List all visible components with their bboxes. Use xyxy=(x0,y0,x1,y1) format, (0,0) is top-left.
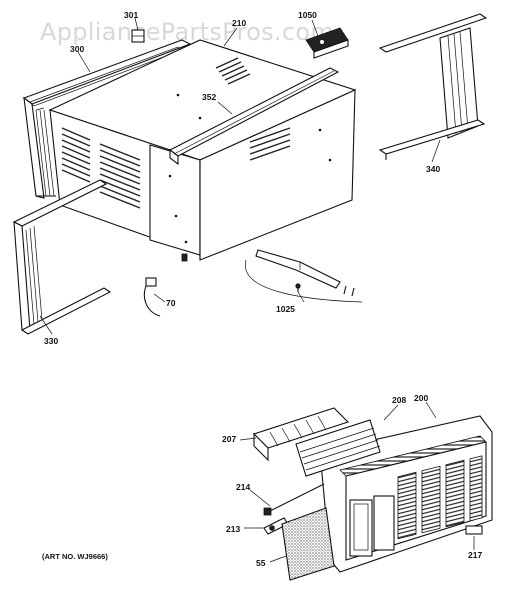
label-70: 70 xyxy=(166,298,176,308)
label-301: 301 xyxy=(124,10,138,20)
label-300: 300 xyxy=(70,44,84,54)
part-70-power-cord xyxy=(143,277,161,317)
label-214: 214 xyxy=(236,482,250,492)
label-330: 330 xyxy=(44,336,58,346)
part-1025-hardware-kit xyxy=(245,249,363,303)
label-213: 213 xyxy=(226,524,240,534)
part-217-badge xyxy=(465,525,483,535)
part-352-top-rail xyxy=(168,67,340,166)
label-210: 210 xyxy=(232,18,246,28)
part-301-bracket xyxy=(131,29,145,43)
part-214-control-rod xyxy=(263,483,325,516)
label-340: 340 xyxy=(426,164,440,174)
label-207: 207 xyxy=(222,434,236,444)
label-1050: 1050 xyxy=(298,10,317,20)
label-200: 200 xyxy=(414,393,428,403)
leader-lines xyxy=(39,17,475,563)
part-207-louver-blades xyxy=(252,407,350,462)
part-340-side-curtain xyxy=(378,13,488,160)
watermark-text: AppliancePartsPros.com xyxy=(40,18,334,46)
label-217: 217 xyxy=(468,550,482,560)
part-208-louver-assembly xyxy=(295,419,381,477)
part-1050-bracket xyxy=(305,27,349,59)
label-352: 352 xyxy=(202,92,216,102)
label-55: 55 xyxy=(256,558,266,568)
part-55-air-filter xyxy=(281,507,335,581)
label-208: 208 xyxy=(392,395,406,405)
art-number: (ART NO. WJ9666) xyxy=(42,552,108,561)
part-210-cabinet xyxy=(48,39,357,262)
label-1025: 1025 xyxy=(276,304,295,314)
